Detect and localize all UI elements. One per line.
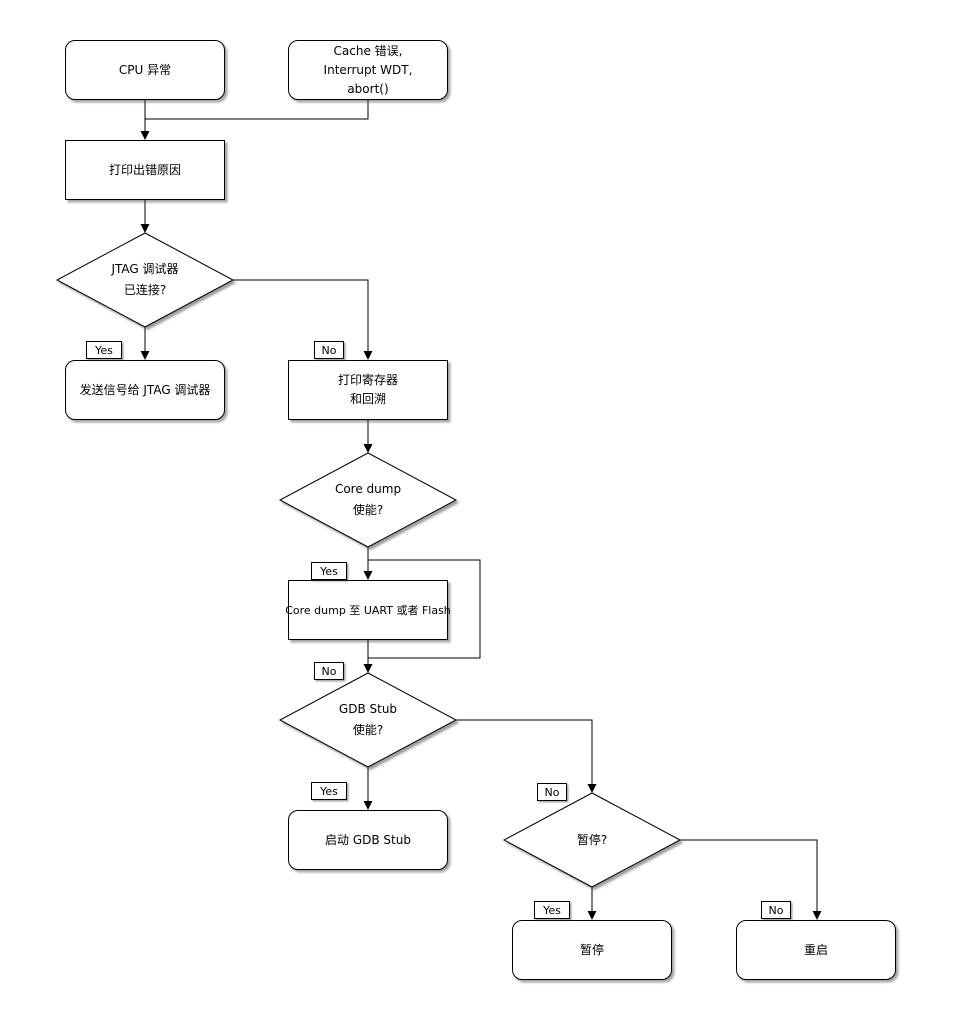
node-label-line: Interrupt WDT, bbox=[323, 62, 413, 77]
node-core-dump-to-uart-flash: Core dump 至 UART 或者 Flash bbox=[285, 580, 451, 640]
edge-label-yes-gdb: Yes bbox=[311, 782, 347, 800]
arrowhead bbox=[587, 784, 597, 793]
arrowhead bbox=[812, 911, 822, 920]
node-cache-error: Cache 错误, Interrupt WDT, abort() bbox=[288, 40, 448, 100]
arrowhead bbox=[140, 224, 150, 233]
edge-coredump-no-bypass bbox=[368, 559, 481, 659]
diamond-core-dump-enabled bbox=[278, 452, 458, 548]
node-label-line: Cache 错误, bbox=[333, 43, 403, 58]
arrowhead bbox=[363, 664, 373, 673]
arrowhead bbox=[363, 571, 373, 580]
arrowhead bbox=[363, 801, 373, 810]
arrowhead bbox=[140, 351, 150, 360]
node-reboot: 重启 bbox=[736, 920, 896, 980]
node-send-signal-jtag: 发送信号给 JTAG 调试器 bbox=[65, 360, 225, 420]
node-label: 启动 GDB Stub bbox=[325, 832, 411, 847]
node-start-gdb-stub: 启动 GDB Stub bbox=[288, 810, 448, 870]
edge-gdb-no bbox=[456, 719, 593, 784]
node-label: 发送信号给 JTAG 调试器 bbox=[79, 382, 211, 397]
diamonds bbox=[55, 232, 682, 888]
edge-label-yes-halt: Yes bbox=[534, 901, 570, 919]
diamond-jtag-connected bbox=[55, 232, 235, 328]
edge-label-yes-coredump: Yes bbox=[311, 562, 347, 580]
node-label: 暂停 bbox=[579, 942, 604, 957]
edge-label-no-halt: No bbox=[761, 901, 791, 919]
node-label: 重启 bbox=[803, 942, 828, 957]
node-print-registers-backtrace: 打印寄存器 和回溯 bbox=[288, 360, 448, 420]
arrowhead bbox=[363, 444, 373, 453]
edge-label-no-gdb: No bbox=[537, 783, 567, 801]
arrowhead bbox=[587, 911, 597, 920]
node-label-line: 和回溯 bbox=[349, 392, 386, 406]
node-label-line: 打印寄存器 bbox=[337, 373, 398, 387]
node-label: Core dump 至 UART 或者 Flash bbox=[285, 603, 451, 617]
node-label-line: abort() bbox=[347, 81, 389, 96]
edge-label-no-jtag: No bbox=[314, 341, 344, 359]
edge-halt-no bbox=[680, 839, 818, 911]
diamond-halt-decision bbox=[502, 792, 682, 888]
node-print-error-reason: 打印出错原因 bbox=[65, 140, 225, 200]
edge-label-yes-jtag: Yes bbox=[86, 341, 122, 359]
node-label: CPU 异常 bbox=[118, 62, 172, 77]
edges bbox=[144, 100, 818, 911]
arrowhead bbox=[363, 351, 373, 360]
edge-cache-to-join bbox=[145, 100, 369, 120]
arrowheads bbox=[140, 131, 822, 920]
diamond-gdb-stub-enabled bbox=[278, 672, 458, 768]
arrowhead bbox=[140, 131, 150, 140]
edge-jtag-no bbox=[233, 279, 369, 351]
edge-label-no-coredump: No bbox=[314, 662, 344, 680]
node-halt: 暂停 bbox=[512, 920, 672, 980]
node-label: 打印出错原因 bbox=[108, 162, 181, 177]
node-cpu-exception: CPU 异常 bbox=[65, 40, 225, 100]
